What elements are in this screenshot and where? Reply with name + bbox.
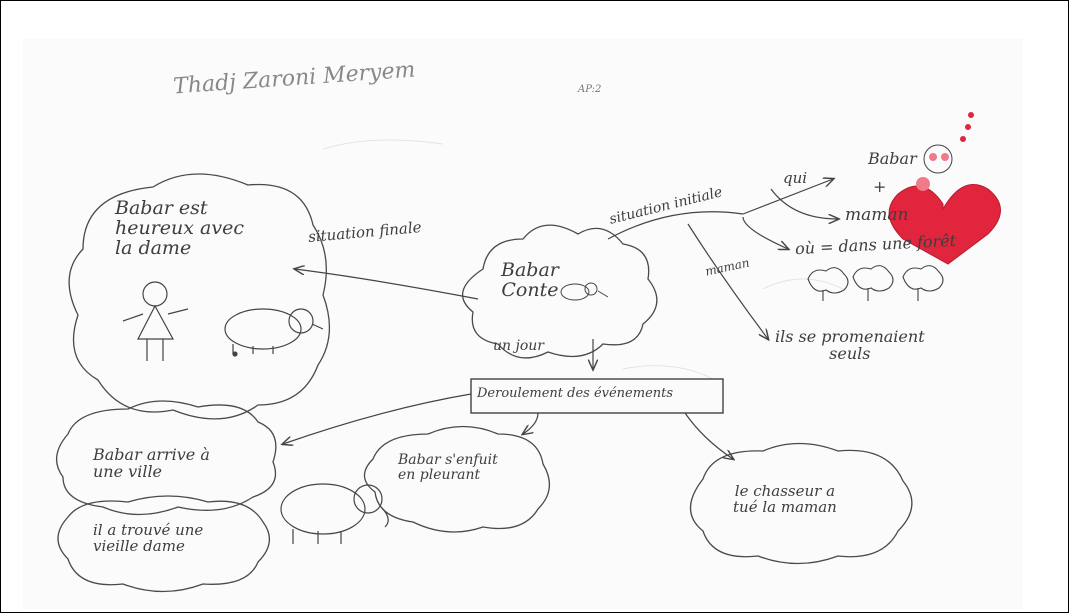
heart-drawing bbox=[888, 112, 1001, 265]
center-label: Babar Conte bbox=[501, 259, 559, 301]
lady-drawing bbox=[122, 281, 189, 361]
un-jour-label: un jour bbox=[493, 338, 544, 354]
final-situation-cloud bbox=[68, 173, 331, 420]
elephant-center-drawing bbox=[560, 282, 609, 301]
final-situation-text: Babar est heureux avec la dame bbox=[115, 197, 244, 259]
qui-item-babar: Babar bbox=[868, 149, 917, 168]
elephant-small-drawing bbox=[224, 308, 324, 357]
runs-away-text: Babar s'enfuit en pleurant bbox=[398, 452, 498, 483]
hunter-cloud bbox=[690, 442, 913, 565]
paper-sheet: Thadj Zaroni Meryem AP:2 Babar Conte sit… bbox=[23, 39, 1023, 609]
connector-arrows bbox=[283, 179, 838, 459]
mind-map-drawing bbox=[56, 112, 1001, 593]
qui-item-plus: + bbox=[873, 177, 887, 196]
arrive-city-cloud bbox=[56, 400, 277, 516]
qui-item-maman: maman bbox=[845, 205, 909, 225]
center-cloud bbox=[462, 224, 658, 359]
elephant-large-drawing bbox=[280, 483, 389, 544]
qui-label: qui bbox=[783, 169, 808, 187]
promenade-text: ils se promenaient seuls bbox=[775, 327, 925, 363]
trees-drawing bbox=[807, 265, 944, 301]
old-lady-cloud bbox=[57, 495, 270, 593]
paper-smudges bbox=[322, 139, 844, 380]
events-box-label: Deroulement des événements bbox=[477, 386, 674, 401]
old-lady-text: il a trouvé une vieille dame bbox=[93, 521, 204, 555]
events-box bbox=[470, 378, 724, 414]
hunter-text: le chasseur a tué la maman bbox=[733, 482, 837, 516]
corner-note: AP:2 bbox=[578, 84, 602, 95]
arrive-city-text: Babar arrive à une ville bbox=[93, 445, 210, 481]
